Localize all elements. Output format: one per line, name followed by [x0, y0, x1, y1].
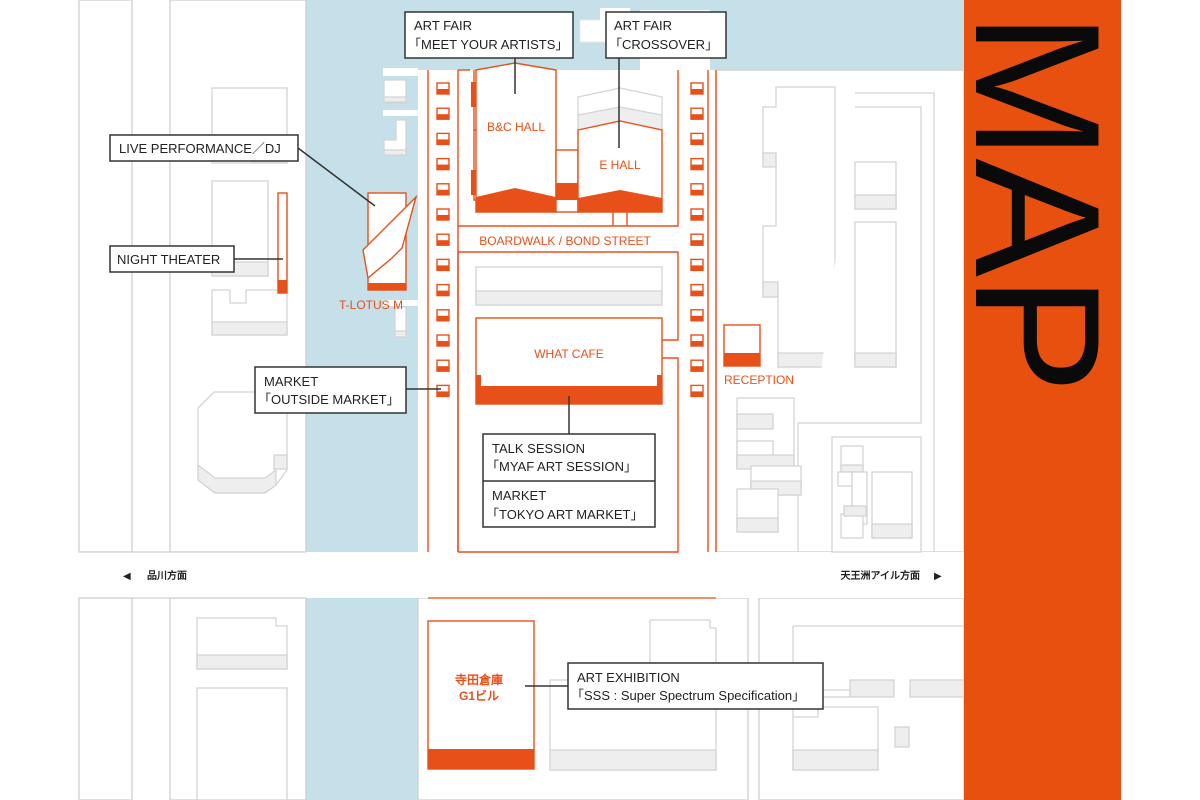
callout-title: ART FAIR: [414, 18, 472, 33]
booth-icon[interactable]: [690, 208, 704, 221]
callout-tokyo-art-market[interactable]: MARKET 「TOKYO ART MARKET」: [486, 488, 643, 522]
callout-title: NIGHT THEATER: [117, 252, 220, 267]
booth-icon[interactable]: [690, 233, 704, 246]
booth-icon[interactable]: [690, 334, 704, 347]
booth-icon[interactable]: [690, 157, 704, 171]
booth-icon[interactable]: [690, 132, 704, 146]
booth-icon[interactable]: [690, 82, 704, 95]
callout-outside-market[interactable]: MARKET 「OUTSIDE MARKET」: [254, 366, 441, 414]
night-theater-building[interactable]: [277, 192, 288, 294]
callout-night-theater[interactable]: NIGHT THEATER: [109, 245, 283, 273]
booth-icon[interactable]: [436, 132, 450, 146]
right-buildings: [736, 86, 935, 553]
direction-right-label: 天王洲アイル方面: [841, 569, 921, 582]
callout-subtitle: 「TOKYO ART MARKET」: [486, 507, 643, 522]
callout-title: ART EXHIBITION: [577, 670, 680, 685]
bc-hall-label: B&C HALL: [487, 120, 545, 134]
bc-hall[interactable]: B&C HALL: [475, 62, 557, 213]
left-buildings: [196, 87, 288, 800]
booth-icon[interactable]: [690, 258, 704, 272]
arrow-left-icon: ◀: [123, 571, 131, 582]
direction-right[interactable]: 天王洲アイル方面 ▶: [841, 569, 943, 582]
callout-live-performance[interactable]: LIVE PERFORMANCE／DJ: [109, 134, 376, 207]
booth-icon[interactable]: [690, 309, 704, 322]
callout-title: MARKET: [264, 374, 318, 389]
booths-left: [436, 82, 450, 398]
booth-icon[interactable]: [690, 283, 704, 297]
booth-icon[interactable]: [436, 384, 450, 398]
block: [78, 0, 133, 553]
what-cafe-label: WHAT CAFE: [534, 347, 604, 361]
main-venue: B&C HALL E HALL BOARDWALK / BOND STREET …: [427, 62, 717, 553]
booth-icon[interactable]: [436, 107, 450, 120]
booth-icon[interactable]: [690, 359, 704, 372]
booth-icon[interactable]: [436, 258, 450, 272]
terada-label-line2: G1ビル: [459, 688, 499, 703]
booth-icon[interactable]: [436, 157, 450, 171]
e-hall[interactable]: E HALL: [577, 87, 663, 213]
booth-icon[interactable]: [690, 183, 704, 196]
booth-icon[interactable]: [436, 208, 450, 221]
booth-icon[interactable]: [436, 334, 450, 347]
callout-title: LIVE PERFORMANCE／DJ: [119, 141, 281, 156]
booth-icon[interactable]: [436, 359, 450, 372]
callout-subtitle: 「OUTSIDE MARKET」: [258, 392, 400, 407]
booth-icon[interactable]: [436, 309, 450, 322]
booths-right: [690, 82, 704, 398]
callout-subtitle: 「MEET YOUR ARTISTS」: [408, 37, 568, 52]
callout-title: TALK SESSION: [492, 441, 585, 456]
callout-subtitle: 「SSS : Super Spectrum Specification」: [571, 688, 805, 703]
main-road: [79, 552, 964, 598]
reception[interactable]: RECEPTION: [723, 324, 794, 387]
direction-left-label: 品川方面: [147, 569, 187, 582]
e-hall-label: E HALL: [599, 158, 641, 172]
arrow-right-icon: ▶: [934, 571, 942, 582]
canal-lower: [306, 598, 418, 800]
booth-icon[interactable]: [436, 82, 450, 95]
booth-icon[interactable]: [436, 183, 450, 196]
boardwalk-label: BOARDWALK / BOND STREET: [479, 234, 651, 248]
block: [78, 597, 133, 800]
t-lotus-m[interactable]: T-LOTUS M: [339, 192, 418, 312]
reception-label: RECEPTION: [724, 373, 794, 387]
booth-icon[interactable]: [690, 107, 704, 120]
booth-icon[interactable]: [690, 384, 704, 398]
callout-title: MARKET: [492, 488, 546, 503]
callout-talk-session[interactable]: TALK SESSION 「MYAF ART SESSION」: [482, 396, 656, 528]
callout-meet-your-artists[interactable]: ART FAIR 「MEET YOUR ARTISTS」: [404, 11, 574, 94]
booth-icon[interactable]: [436, 283, 450, 297]
booth-icon[interactable]: [436, 233, 450, 246]
terada-g1-building[interactable]: 寺田倉庫 G1ビル: [427, 620, 535, 770]
map-title-sidebar: MAP: [964, 0, 1121, 800]
t-lotus-label: T-LOTUS M: [339, 298, 403, 312]
what-cafe[interactable]: WHAT CAFE: [475, 317, 663, 405]
callout-subtitle: 「MYAF ART SESSION」: [486, 459, 637, 474]
callout-subtitle: 「CROSSOVER」: [609, 37, 718, 52]
map-title: MAP: [964, 12, 1121, 392]
callout-title: ART FAIR: [614, 18, 672, 33]
callout-art-exhibition[interactable]: ART EXHIBITION 「SSS : Super Spectrum Spe…: [525, 662, 824, 710]
callout-crossover[interactable]: ART FAIR 「CROSSOVER」: [605, 11, 727, 148]
terada-label-line1: 寺田倉庫: [455, 672, 503, 687]
direction-left[interactable]: ◀ 品川方面: [123, 569, 187, 582]
